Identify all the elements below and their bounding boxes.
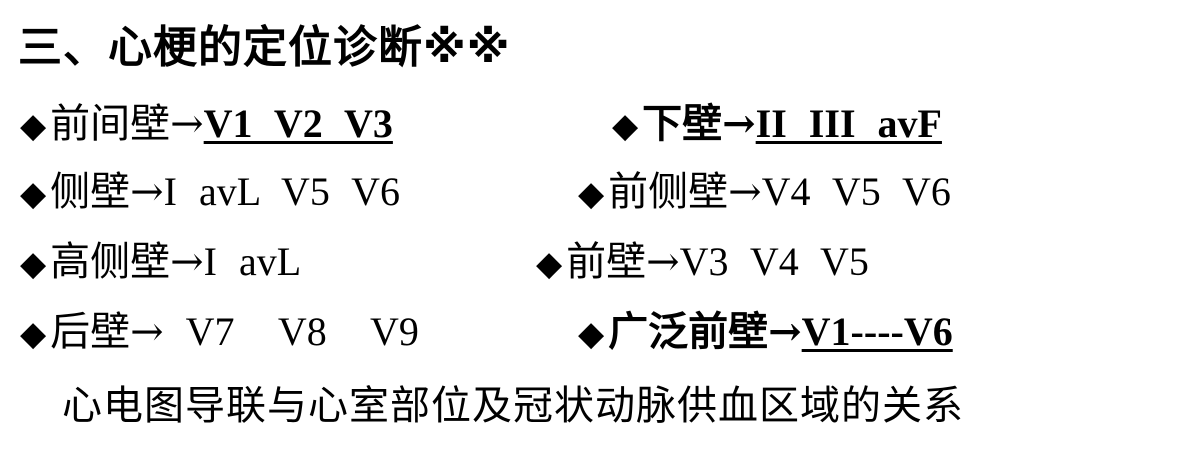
- item-label: 前间壁: [50, 101, 171, 147]
- item-lateral: ◆侧壁→I avL V5 V6: [20, 164, 400, 222]
- slide-caption: 心电图导联与心室部位及冠状动脉供血区域的关系: [62, 383, 964, 429]
- diamond-bullet-icon: ◆: [536, 244, 563, 284]
- arrow-icon: →: [170, 101, 204, 147]
- arrow-icon: →: [130, 309, 164, 355]
- arrow-icon: →: [722, 100, 756, 147]
- item-label: 前壁: [566, 239, 647, 285]
- arrow-icon: →: [130, 169, 164, 215]
- item-anterolateral: ◆前侧壁→V4 V5 V6: [578, 164, 951, 222]
- diamond-bullet-icon: ◆: [20, 244, 47, 284]
- item-leads: V1 V2 V3: [203, 101, 393, 146]
- slide-title: 三、心梗的定位诊断※※: [18, 22, 511, 73]
- item-label: 下壁: [642, 101, 723, 147]
- item-label: 高侧壁: [50, 239, 171, 285]
- diamond-bullet-icon: ◆: [20, 106, 47, 146]
- item-anterior: ◆前壁→V3 V4 V5: [536, 234, 869, 292]
- arrow-icon: →: [768, 308, 802, 355]
- item-leads: V1----V6: [801, 309, 953, 354]
- item-leads: V3 V4 V5: [679, 239, 869, 284]
- item-anterior-septal: ◆前间壁→V1 V2 V3: [20, 96, 393, 154]
- item-label: 广泛前壁: [608, 309, 769, 355]
- item-leads: II III avF: [755, 101, 942, 146]
- item-inferior: ◆下壁→II III avF: [612, 96, 942, 154]
- item-high-lateral: ◆高侧壁→I avL: [20, 234, 301, 292]
- diamond-bullet-icon: ◆: [612, 106, 639, 146]
- arrow-icon: →: [728, 169, 762, 215]
- item-leads: I avL: [203, 239, 302, 284]
- item-extensive-anterior: ◆广泛前壁→V1----V6: [578, 304, 953, 362]
- item-leads: V4 V5 V6: [761, 169, 951, 214]
- item-posterior: ◆后壁→ V7 V8 V9: [20, 304, 419, 362]
- item-label: 后壁: [50, 309, 131, 355]
- item-label: 前侧壁: [608, 169, 729, 215]
- item-leads: V7 V8 V9: [163, 309, 419, 354]
- diamond-bullet-icon: ◆: [578, 314, 605, 354]
- diamond-bullet-icon: ◆: [20, 174, 47, 214]
- arrow-icon: →: [170, 239, 204, 285]
- diamond-bullet-icon: ◆: [20, 314, 47, 354]
- arrow-icon: →: [646, 239, 680, 285]
- diamond-bullet-icon: ◆: [578, 174, 605, 214]
- item-leads: I avL V5 V6: [163, 169, 401, 214]
- item-label: 侧壁: [50, 169, 131, 215]
